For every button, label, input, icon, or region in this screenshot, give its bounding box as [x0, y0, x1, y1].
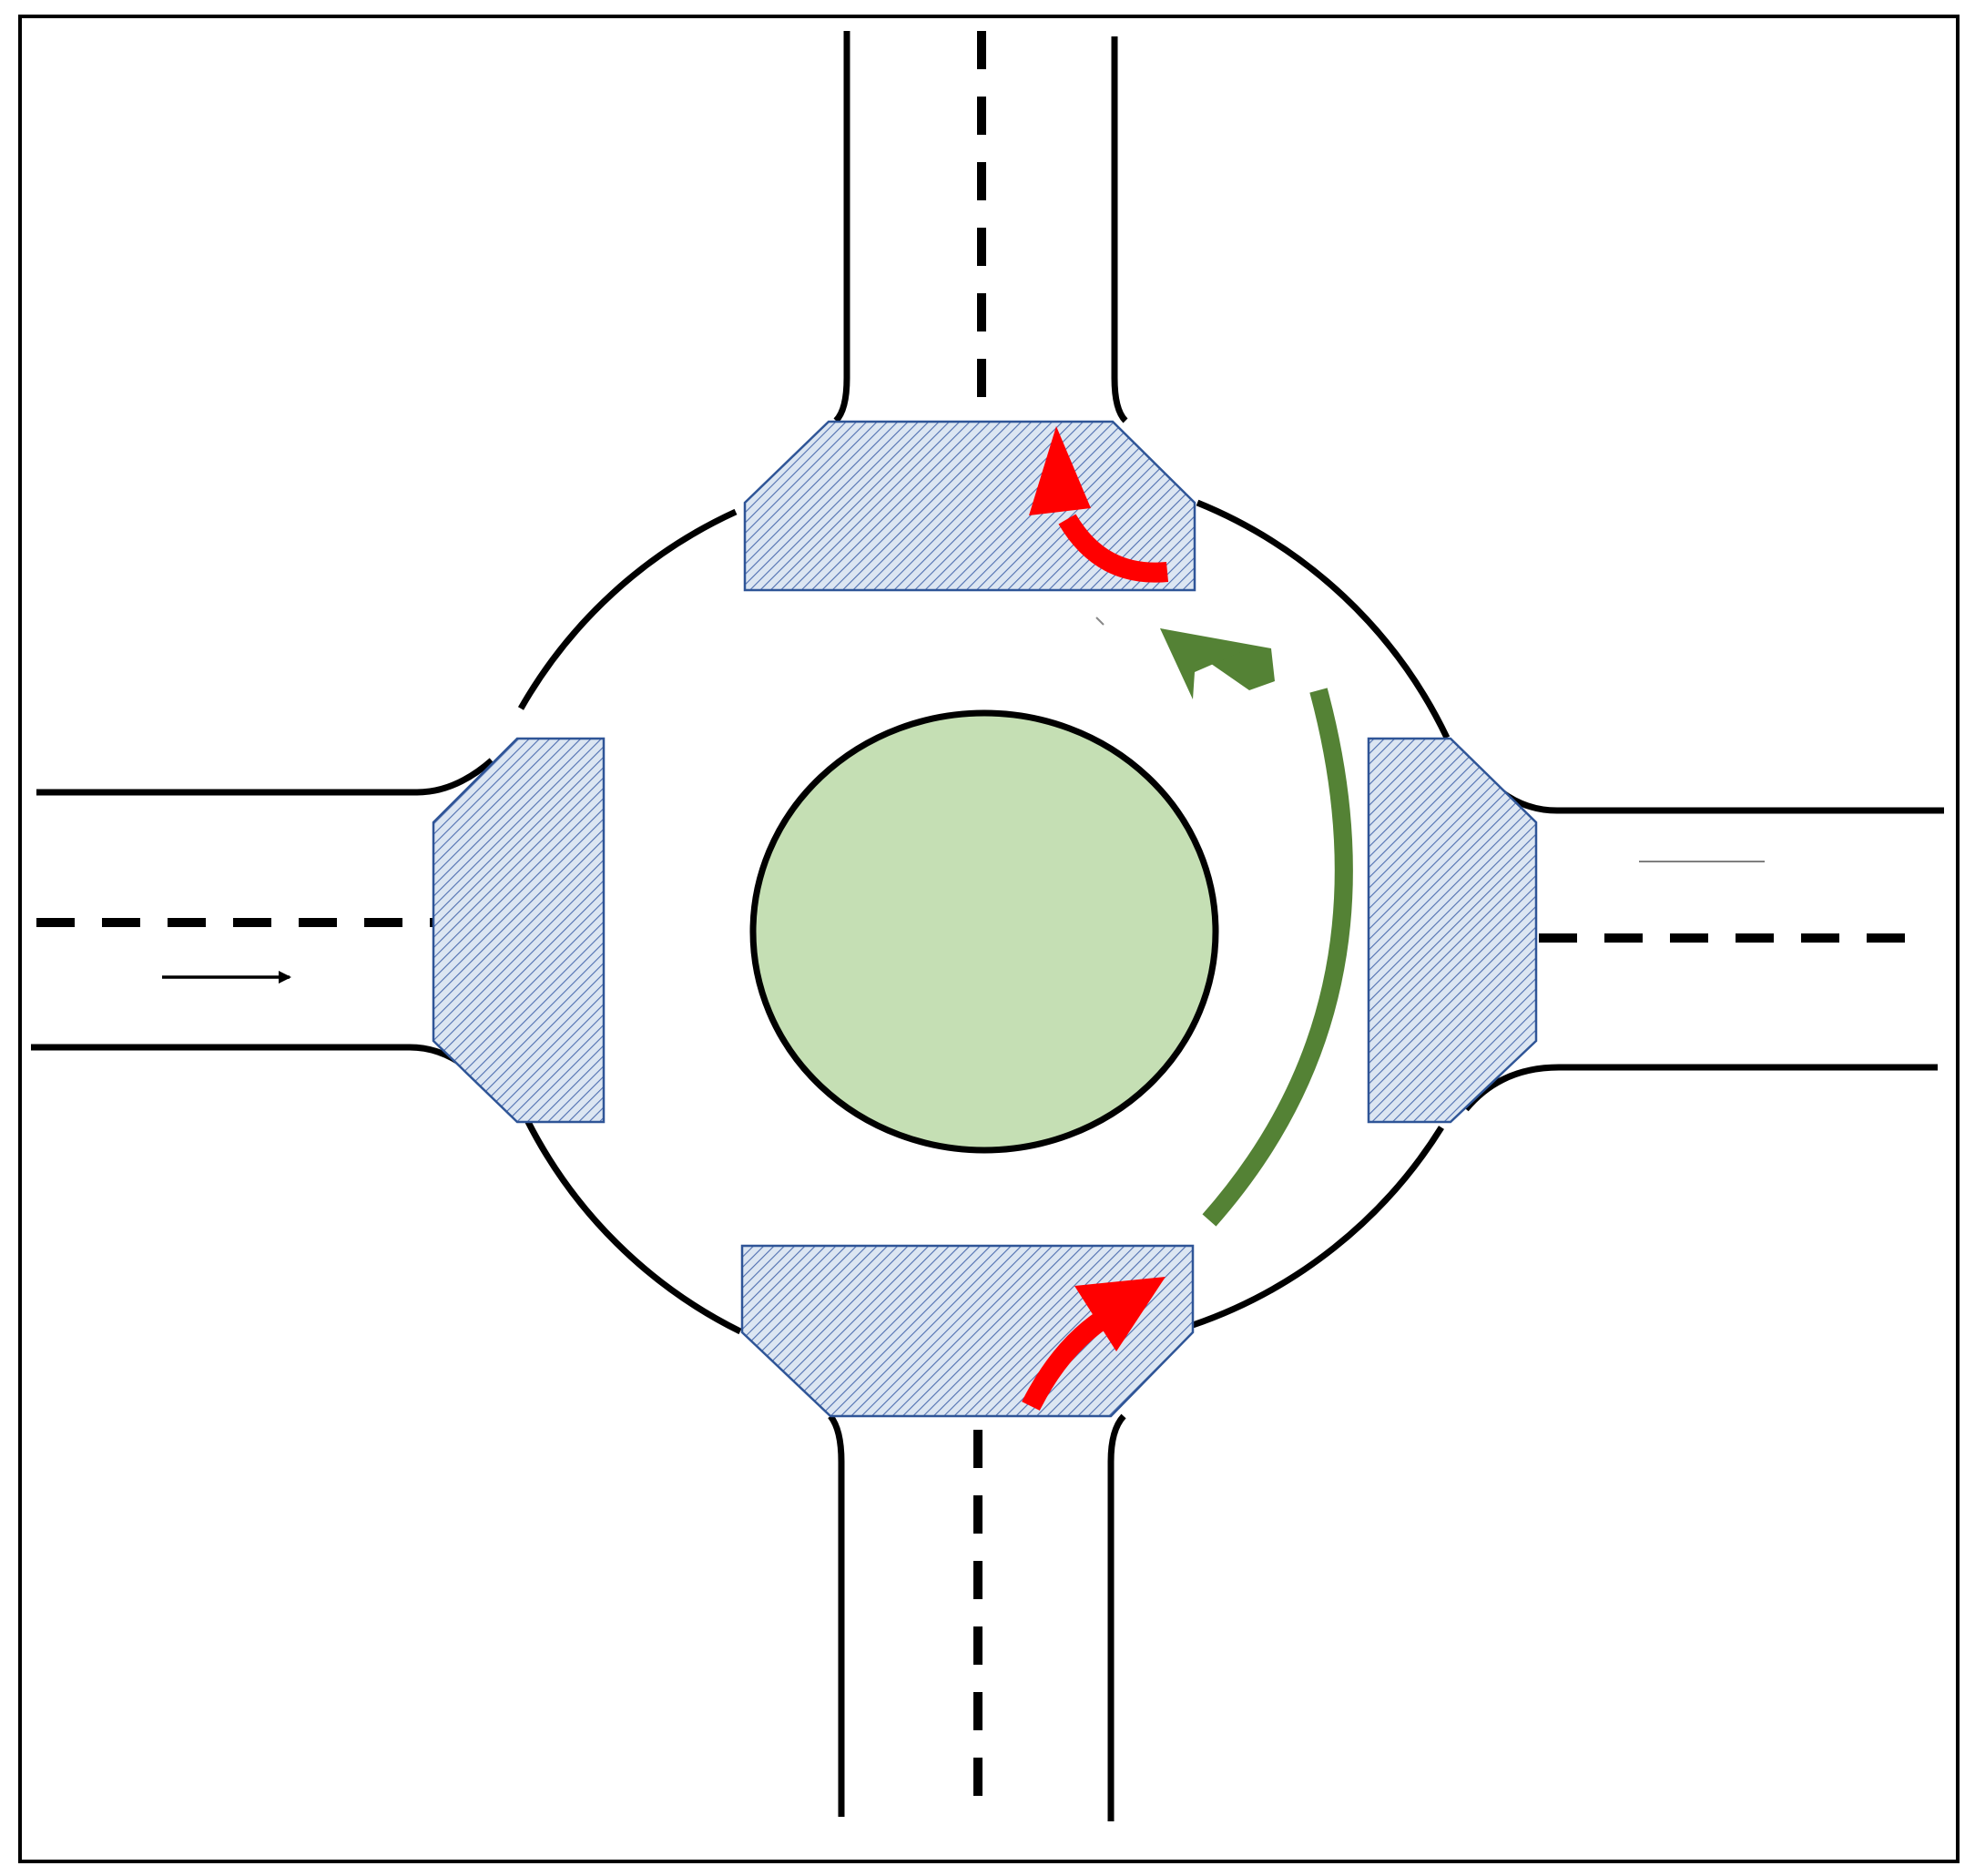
outer-arc-northwest [517, 508, 738, 710]
south-entry-arrow-shaft [1022, 1310, 1110, 1411]
south-entry-arrow-head [1074, 1277, 1166, 1351]
east-zone [1367, 737, 1538, 1124]
north-exit-arrow [1029, 426, 1169, 583]
west-road [31, 758, 494, 1086]
east-road [1463, 767, 1944, 1112]
south-road-right-edge [1107, 1413, 1126, 1821]
west-zone [432, 737, 606, 1124]
small-mark [1095, 617, 1105, 626]
south-entry-arrow [1022, 1277, 1166, 1411]
outer-arc-southeast [1191, 1126, 1444, 1329]
circulation-arrow [1160, 628, 1353, 1227]
north-exit-arrow-shaft [1058, 514, 1169, 583]
north-road-left-edge [833, 31, 850, 423]
east-road-top-edge [1476, 767, 1944, 814]
frame-border [18, 15, 1960, 1863]
west-road-small-arrow-head [279, 971, 291, 984]
outer-arc-southwest [524, 1118, 742, 1335]
north-road [833, 31, 1128, 423]
south-road-left-edge [828, 1413, 845, 1817]
east-road-bottom-edge [1463, 1064, 1938, 1112]
north-exit-arrow-head [1029, 426, 1091, 515]
south-road [828, 1413, 1126, 1821]
circulation-arrow-shaft [1202, 688, 1353, 1227]
central-island [749, 709, 1219, 1154]
circulation-arrow-head-tip [1160, 628, 1249, 699]
west-road-bottom-edge [31, 1044, 487, 1086]
west-road-top-edge [36, 758, 494, 796]
roundabout-outer-edge [517, 499, 1451, 1335]
north-road-right-edge [1111, 36, 1128, 423]
outer-arc-northeast [1196, 499, 1451, 739]
